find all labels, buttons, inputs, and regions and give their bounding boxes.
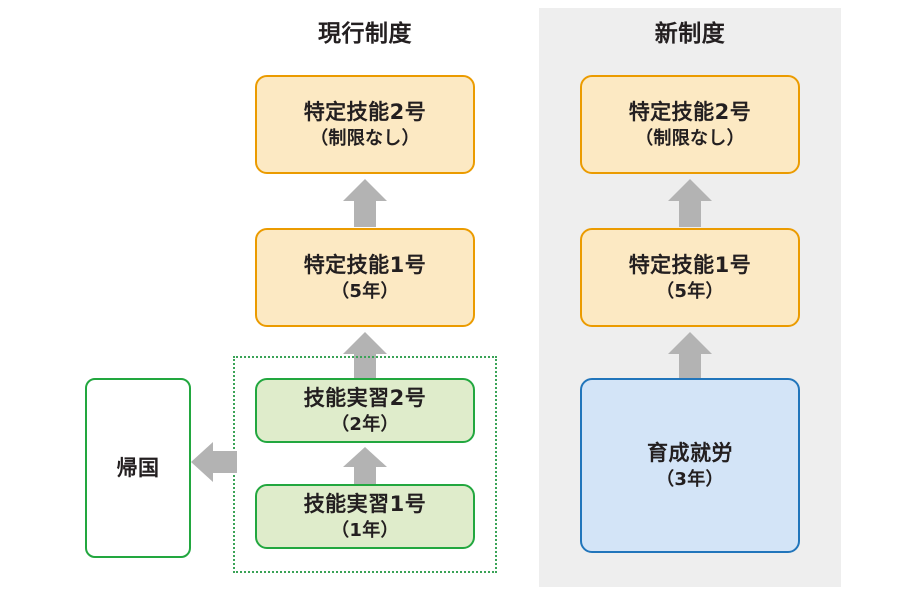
node-subtitle: （5年） — [656, 280, 724, 302]
node-current-trainee1: 技能実習1号 （1年） — [255, 484, 475, 549]
node-current-ssw1: 特定技能1号 （5年） — [255, 228, 475, 327]
node-subtitle: （1年） — [331, 519, 399, 541]
node-subtitle: （制限なし） — [310, 127, 420, 149]
node-subtitle: （2年） — [331, 413, 399, 435]
column-title-reform: 新制度 — [654, 21, 726, 47]
column-title-current: 現行制度 — [318, 21, 412, 47]
node-title: 特定技能1号 — [303, 253, 427, 278]
node-subtitle: （3年） — [656, 468, 724, 490]
node-title: 技能実習1号 — [303, 492, 427, 517]
node-current-ssw2: 特定技能2号 （制限なし） — [255, 75, 475, 174]
node-title: 技能実習2号 — [303, 386, 427, 411]
node-reform-ikusei-shuro: 育成就労 （3年） — [580, 378, 800, 553]
node-title: 特定技能2号 — [628, 100, 752, 125]
node-reform-ssw2: 特定技能2号 （制限なし） — [580, 75, 800, 174]
arrow-up-reform-ssw1-to-ssw2 — [668, 179, 712, 227]
node-title: 特定技能2号 — [303, 100, 427, 125]
node-subtitle: （5年） — [331, 280, 399, 302]
node-title: 帰国 — [116, 455, 160, 480]
node-current-trainee2: 技能実習2号 （2年） — [255, 378, 475, 443]
arrow-left-trainee-to-return — [191, 442, 237, 482]
node-reform-ssw1: 特定技能1号 （5年） — [580, 228, 800, 327]
arrow-up-current-ssw1-to-ssw2 — [343, 179, 387, 227]
node-title: 特定技能1号 — [628, 253, 752, 278]
node-title: 育成就労 — [647, 441, 733, 466]
arrow-up-reform-ikusei-to-ssw1 — [668, 332, 712, 380]
node-return-home: 帰国 — [85, 378, 191, 558]
node-subtitle: （制限なし） — [635, 127, 745, 149]
arrow-up-current-trainee1-to-trainee2 — [343, 447, 387, 487]
